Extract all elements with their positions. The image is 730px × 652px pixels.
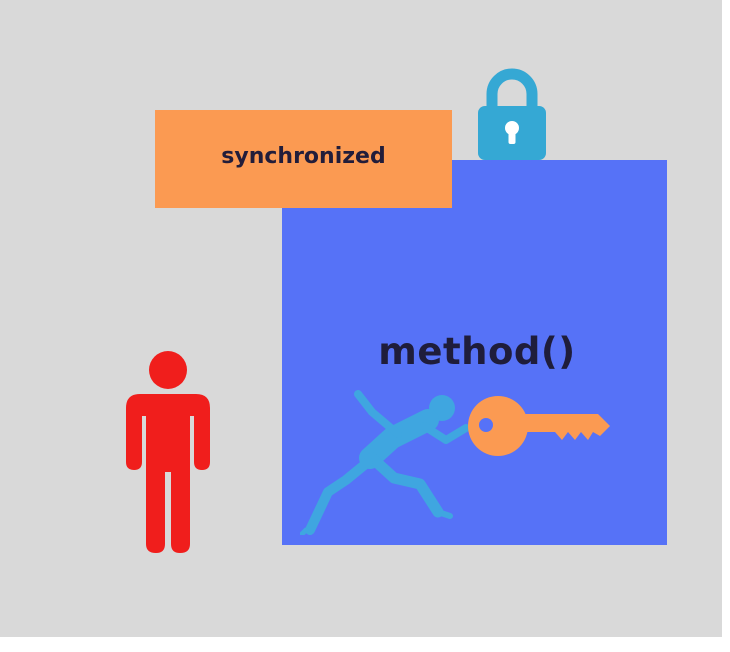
synchronized-label: synchronized xyxy=(221,143,386,169)
lock-icon xyxy=(478,68,546,160)
person-icon xyxy=(126,351,210,553)
key-icon xyxy=(468,396,610,456)
synchronized-box: synchronized xyxy=(155,110,452,208)
method-label: method() xyxy=(378,330,576,373)
runner-icon xyxy=(300,390,470,535)
